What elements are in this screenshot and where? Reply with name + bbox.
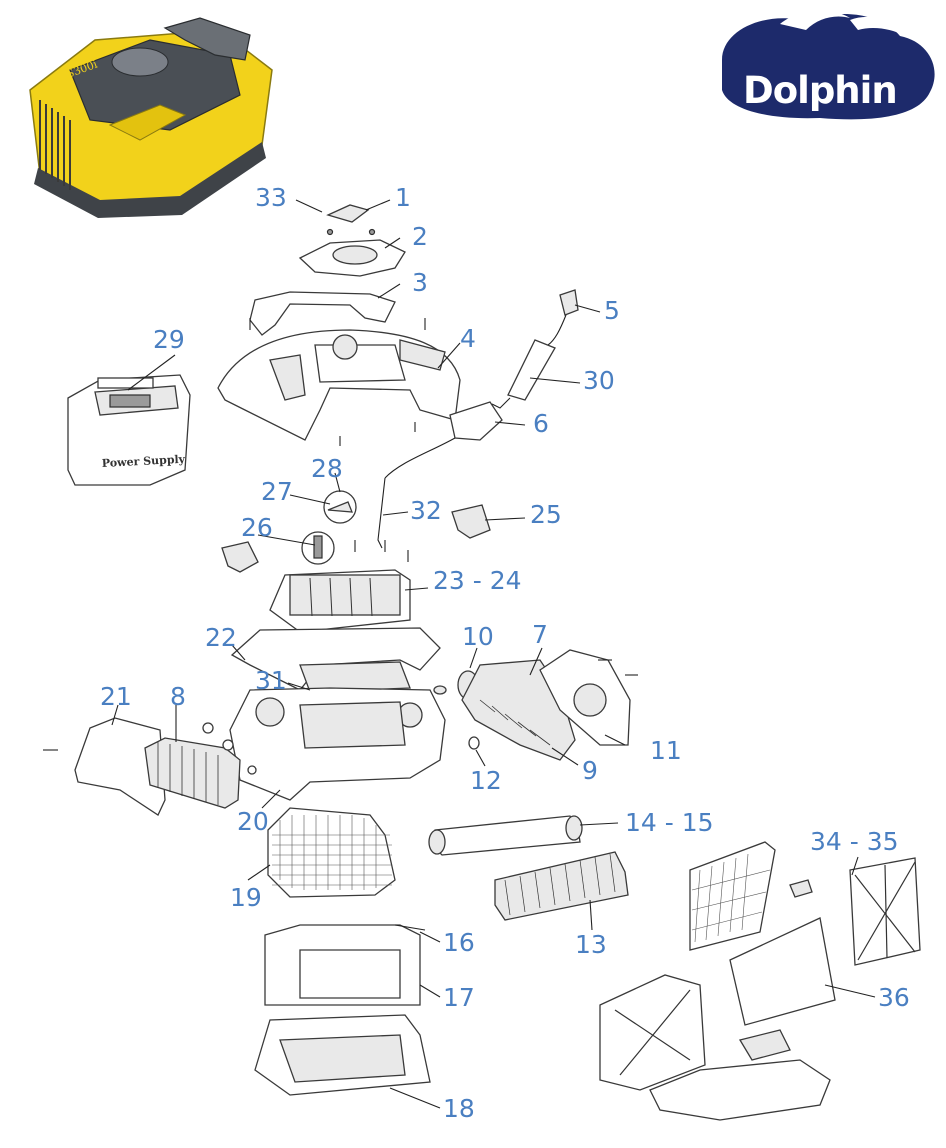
leader-lines [111,199,876,1109]
part-29-power-supply: Power Supply [67,374,191,486]
callout-3: 3 [412,268,428,297]
callout-32: 32 [410,496,442,525]
callout-30: 30 [583,366,615,395]
part-27-28-inset [323,490,357,524]
callout-14-15: 14 - 15 [625,808,714,837]
callout-27: 27 [261,477,293,506]
part-22-31-frame [230,627,441,693]
part-8-track-left [144,722,257,809]
callout-12: 12 [470,766,502,795]
callout-13: 13 [575,930,607,959]
callout-31: 31 [255,666,287,695]
part-20-chassis [229,687,446,801]
callout-25: 25 [530,500,562,529]
part-16-17-filter-frame [264,924,426,1006]
callout-16: 16 [443,928,475,957]
callout-34-35: 34 - 35 [810,827,899,856]
part-5-30-6-cable-assembly [377,289,579,549]
callout-7: 7 [532,620,548,649]
robot-product-image: S300i [29,17,273,218]
callout-6: 6 [533,409,549,438]
part-14-15-roller [428,815,583,856]
callout-23-24: 23 - 24 [433,566,522,595]
callout-17: 17 [443,983,475,1012]
callout-8: 8 [170,682,186,711]
callout-1: 1 [395,183,411,212]
callout-29: 29 [153,325,185,354]
callout-33: 33 [255,183,287,212]
part-2-swivel-base [298,239,406,277]
part-4-top-cover [217,329,461,446]
callout-26: 26 [241,513,273,542]
part-19-filter-basket [267,807,396,898]
callout-36: 36 [878,983,910,1012]
callout-10: 10 [462,622,494,651]
callout-9: 9 [582,756,598,785]
callout-4: 4 [460,324,476,353]
callout-22: 22 [205,623,237,652]
callout-28: 28 [311,454,343,483]
left-clip [221,541,259,573]
callout-20: 20 [237,807,269,836]
callout-2: 2 [412,222,428,251]
part-23-24-motor-unit [269,540,411,633]
part-10-7-9-11-right-drive [433,649,638,761]
callout-5: 5 [604,296,620,325]
callout-18: 18 [443,1094,475,1123]
power-supply-label: Power Supply [101,453,185,470]
callout-21: 21 [100,682,132,711]
part-25-clip [451,504,491,539]
part-3-handle [249,291,426,336]
callout-19: 19 [230,883,262,912]
part-21-side-plate-left [43,717,166,816]
logo-text: Dolphin [743,69,897,112]
part-18-bottom-plate [254,1014,431,1096]
part-1-swivel-cap [326,204,376,236]
part-26-impeller [301,531,335,565]
part-34-35-36-filter-cartridge [599,841,921,1121]
callout-11: 11 [650,736,682,765]
dolphin-logo: Dolphin [722,10,935,120]
part-13-brush [494,851,629,921]
